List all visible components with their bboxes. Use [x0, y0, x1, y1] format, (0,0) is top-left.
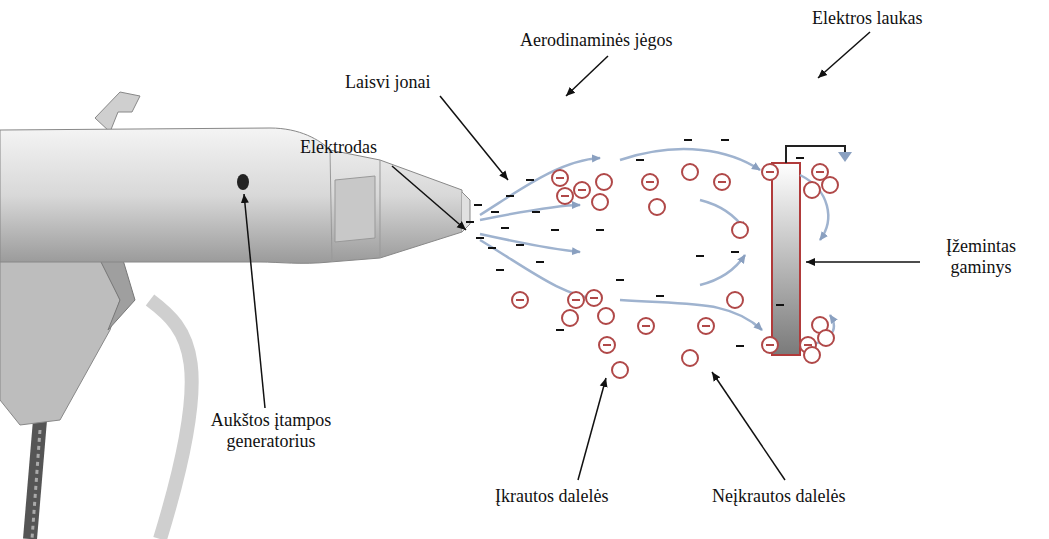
charge-sign	[804, 344, 812, 346]
neutral-particle	[598, 308, 614, 324]
free-ion	[776, 304, 784, 306]
charge-sign	[516, 299, 524, 301]
charged-particle	[762, 337, 778, 353]
gun-body	[0, 128, 462, 263]
neutral-particle	[649, 199, 665, 215]
free-ion	[532, 211, 540, 213]
callout-label: Aukštos įtampos generatorius	[196, 410, 346, 451]
callout-label: Neįkrautos dalelės	[712, 486, 845, 507]
particles	[466, 140, 838, 378]
neutral-particle	[804, 182, 820, 198]
charged-particle	[552, 170, 568, 186]
callout-label: Įkrautos dalelės	[495, 486, 608, 507]
neutral-particle	[596, 174, 612, 190]
charged-particle	[568, 292, 584, 308]
grounded-part	[772, 163, 800, 355]
charge-sign	[603, 344, 611, 346]
charged-particle	[698, 318, 714, 334]
free-ion	[684, 139, 692, 141]
callout-label: Elektros laukas	[812, 8, 922, 29]
callout-label: Įžemintas gaminys	[926, 236, 1036, 277]
free-ion	[731, 251, 739, 253]
free-ion	[488, 247, 496, 249]
free-ion	[596, 229, 604, 231]
neutral-particle	[562, 310, 578, 326]
neutral-particle	[612, 362, 628, 378]
hose	[30, 420, 40, 539]
neutral-particle	[682, 164, 698, 180]
charged-particle	[512, 292, 528, 308]
charge-sign	[766, 344, 774, 346]
nozzle	[462, 192, 470, 232]
free-ion	[796, 157, 804, 159]
neutral-particle	[822, 177, 838, 193]
leader-lines	[244, 32, 920, 480]
callout-label: Aerodinaminės jėgos	[520, 30, 672, 51]
charge-sign	[646, 181, 654, 183]
charged-particle	[557, 188, 573, 204]
ground-wire	[786, 146, 845, 163]
free-ion	[526, 179, 534, 181]
charged-particle	[586, 290, 602, 306]
free-ion	[656, 295, 664, 297]
neutral-particle	[732, 222, 748, 238]
callout-label: Laisvi jonai	[345, 72, 430, 93]
free-ion	[501, 227, 509, 229]
free-ion	[536, 261, 544, 263]
free-ion	[466, 221, 474, 223]
charge-sign	[578, 189, 586, 191]
charge-sign	[642, 325, 650, 327]
neutral-particle	[818, 330, 834, 346]
charged-particle	[642, 174, 658, 190]
free-ion	[506, 195, 514, 197]
neutral-particle	[727, 292, 743, 308]
free-ion	[721, 139, 729, 141]
charged-particle	[638, 318, 654, 334]
callout-label: Elektrodas	[300, 137, 377, 158]
free-ion	[696, 255, 704, 257]
free-ion	[556, 329, 564, 331]
free-ion	[551, 229, 559, 231]
gun-handle	[0, 240, 120, 425]
free-ion	[636, 159, 644, 161]
generator-spot	[237, 174, 249, 190]
charge-sign	[718, 181, 726, 183]
free-ion	[496, 269, 504, 271]
charge-sign	[561, 195, 569, 197]
neutral-particle	[682, 350, 698, 366]
charge-sign	[816, 171, 824, 173]
free-ion	[736, 345, 744, 347]
free-ion	[616, 279, 624, 281]
charge-sign	[572, 299, 580, 301]
free-ion	[474, 204, 482, 206]
charge-sign	[590, 297, 598, 299]
air-flow	[480, 149, 834, 345]
charged-particle	[599, 337, 615, 353]
free-ion	[516, 244, 524, 246]
charged-particle	[574, 182, 590, 198]
free-ion	[476, 237, 484, 239]
cable	[150, 300, 192, 539]
charge-sign	[702, 325, 710, 327]
charge-sign	[766, 171, 774, 173]
charge-sign	[556, 177, 564, 179]
charged-particle	[714, 174, 730, 190]
neutral-particle	[592, 194, 608, 210]
neutral-particle	[804, 347, 820, 363]
free-ion	[491, 211, 499, 213]
charged-particle	[762, 164, 778, 180]
hook	[95, 92, 140, 132]
